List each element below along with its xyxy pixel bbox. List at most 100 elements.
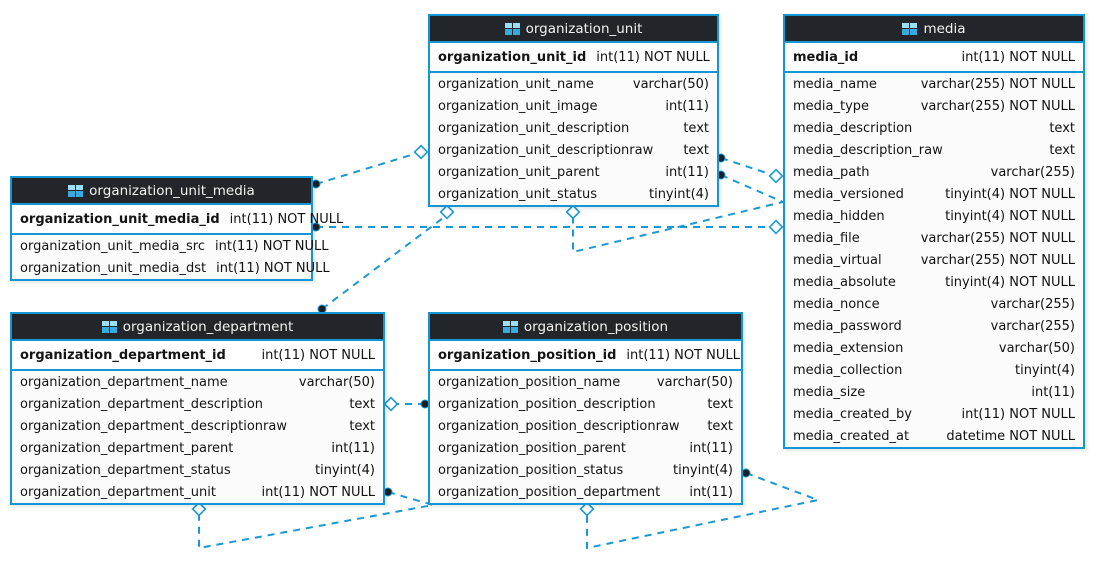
column-row[interactable]: media_virtual varchar(255) NOT NULL bbox=[785, 249, 1083, 271]
table-title: organization_unit bbox=[525, 20, 643, 37]
primary-key-row[interactable]: organization_unit_id int(11) NOT NULL bbox=[430, 43, 717, 73]
column-name: organization_department_status bbox=[20, 462, 231, 478]
column-type: tinyint(4) NOT NULL bbox=[945, 186, 1075, 202]
column-row[interactable]: organization_position_description text bbox=[430, 393, 741, 415]
table-title: organization_unit_media bbox=[89, 182, 255, 199]
column-type: text bbox=[707, 418, 733, 434]
column-name: organization_department_descriptionraw bbox=[20, 418, 287, 434]
column-name: organization_department_parent bbox=[20, 440, 234, 456]
column-name: media_description bbox=[793, 120, 913, 136]
column-name: organization_position_descriptionraw bbox=[438, 418, 680, 434]
one-end-diamond-marker bbox=[768, 219, 784, 235]
table-title: organization_department bbox=[122, 318, 294, 335]
column-row[interactable]: media_description text bbox=[785, 117, 1083, 139]
column-type: int(11) NOT NULL bbox=[626, 347, 740, 363]
table-header[interactable]: organization_department bbox=[12, 314, 383, 341]
column-type: varchar(255) NOT NULL bbox=[920, 76, 1075, 92]
column-type: varchar(255) bbox=[990, 296, 1075, 312]
table-grid-icon bbox=[68, 184, 84, 197]
table-header[interactable]: organization_unit_media bbox=[12, 178, 311, 205]
column-name: organization_position_description bbox=[438, 396, 656, 412]
relationship-line-organization_position_parent-self[interactable] bbox=[586, 472, 822, 550]
er-table-organization_unit[interactable]: organization_unit organization_unit_id i… bbox=[428, 14, 719, 207]
table-header[interactable]: organization_position bbox=[430, 314, 741, 341]
column-name: organization_unit_status bbox=[438, 186, 597, 202]
column-type: int(11) NOT NULL bbox=[216, 260, 330, 276]
relationship-line-organization_unit_parent-self[interactable] bbox=[572, 174, 787, 254]
column-name: media_id bbox=[793, 49, 859, 65]
table-title: organization_position bbox=[523, 318, 669, 335]
primary-key-row[interactable]: organization_unit_media_id int(11) NOT N… bbox=[12, 205, 343, 235]
column-row[interactable]: organization_position_descriptionraw text bbox=[430, 415, 741, 437]
er-table-organization_unit_media[interactable]: organization_unit_media organization_uni… bbox=[10, 176, 343, 281]
column-name: media_virtual bbox=[793, 252, 882, 268]
er-table-organization_department[interactable]: organization_department organization_dep… bbox=[10, 312, 385, 505]
column-type: varchar(255) NOT NULL bbox=[920, 252, 1075, 268]
er-table-organization_position[interactable]: organization_position organization_posit… bbox=[428, 312, 743, 505]
column-row[interactable]: organization_department_descriptionraw te… bbox=[12, 415, 383, 437]
primary-key-row[interactable]: media_id int(11) NOT NULL bbox=[785, 43, 1083, 73]
column-type: varchar(255) NOT NULL bbox=[920, 98, 1075, 114]
relationship-line-organization_unit_image-media[interactable] bbox=[720, 157, 777, 177]
one-end-diamond-marker bbox=[191, 501, 207, 517]
column-type: text bbox=[1049, 120, 1075, 136]
column-name: media_absolute bbox=[793, 274, 896, 290]
er-table-media[interactable]: media media_id int(11) NOT NULL media_na… bbox=[783, 14, 1085, 449]
column-name: media_hidden bbox=[793, 208, 885, 224]
column-type: int(11) bbox=[665, 164, 709, 180]
column-row[interactable]: organization_unit_parent int(11) bbox=[430, 161, 717, 183]
relationship-line-organization_unit_media_src-organization_unit[interactable] bbox=[315, 151, 422, 185]
relationship-line-organization_department_unit-organization_unit[interactable] bbox=[321, 214, 448, 310]
column-type: tinyint(4) bbox=[672, 462, 733, 478]
table-header[interactable]: media bbox=[785, 16, 1083, 43]
primary-key-row[interactable]: organization_department_id int(11) NOT N… bbox=[12, 341, 383, 371]
column-type: varchar(255) bbox=[990, 318, 1075, 334]
column-type: text bbox=[1049, 142, 1075, 158]
column-name: media_file bbox=[793, 230, 860, 246]
table-header[interactable]: organization_unit bbox=[430, 16, 717, 43]
primary-key-row[interactable]: organization_position_id int(11) NOT NUL… bbox=[430, 341, 741, 371]
many-end-circle-marker bbox=[383, 487, 393, 497]
column-name: organization_unit_parent bbox=[438, 164, 600, 180]
column-type: text bbox=[349, 418, 375, 434]
column-name: organization_unit_name bbox=[438, 76, 594, 92]
column-type: int(11) NOT NULL bbox=[261, 484, 375, 500]
column-type: text bbox=[707, 396, 733, 412]
column-type: int(11) NOT NULL bbox=[596, 49, 710, 65]
relationship-line-organization_department_parent-self[interactable] bbox=[198, 491, 434, 550]
